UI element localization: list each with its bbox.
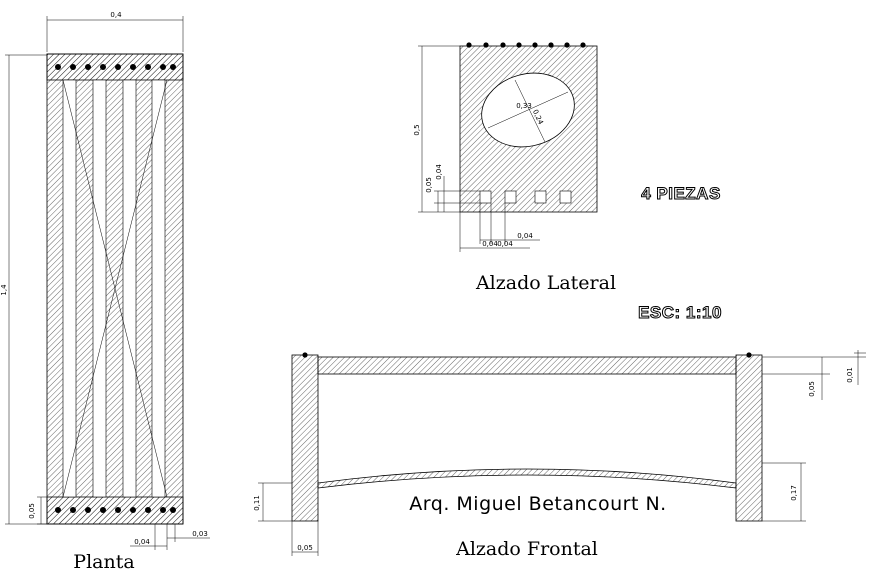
side-hole-height-label: 0,05 — [425, 177, 433, 193]
plan-width-dimension: 0,4 — [46, 11, 184, 52]
scale-label: ESC: 1:10 — [638, 303, 722, 322]
side-oval-label-a: 0,33 — [516, 102, 532, 110]
plan-title: Planta — [73, 551, 134, 573]
front-right-bolt — [746, 352, 752, 358]
front-left-dimensions: 0,11 0,05 — [253, 482, 319, 556]
side-title: Alzado Lateral — [475, 272, 616, 294]
plan-slots — [62, 79, 166, 498]
front-curved-rail — [317, 468, 737, 489]
side-square-holes — [479, 190, 572, 204]
plan-height-dimension: 1,4 — [0, 54, 47, 525]
front-top-offset-label: 0,01 — [846, 367, 854, 383]
front-leg-height-label: 0,11 — [253, 495, 261, 511]
side-height-label: 0,5 — [413, 124, 421, 135]
side-hole-width-label-b: 0,04 — [497, 240, 513, 248]
plan-edge-label: 0,03 — [192, 530, 208, 538]
side-hole-width-label-c: 0,04 — [517, 232, 533, 240]
side-hole-width-label-a: 0,04 — [482, 240, 498, 248]
front-elevation: 0,05 0,01 0,11 0,05 0,17 Arq. Miguel Bet… — [253, 350, 866, 560]
side-top-bolts — [466, 42, 586, 48]
front-right-dimensions: 0,17 — [762, 462, 806, 522]
plan-cross-line-b — [62, 79, 168, 498]
plan-top-bolts — [55, 64, 176, 70]
side-hole-dimensions: 0,05 0,04 0,04 0,04 0,04 — [425, 164, 540, 252]
plan-band-label: 0,05 — [28, 503, 36, 519]
plan-slat-label: 0,04 — [134, 538, 150, 546]
front-right-leg — [735, 354, 763, 522]
plan-slat-dimension: 0,04 0,03 — [130, 524, 210, 550]
pieces-label: 4 PIEZAS — [641, 184, 721, 203]
plan-bottom-bolts — [55, 507, 176, 513]
front-top-thickness-label: 0,05 — [808, 381, 816, 397]
side-hole-gap-label: 0,04 — [435, 164, 443, 180]
plan-bottom-band — [46, 496, 184, 525]
front-left-bolt — [302, 352, 308, 358]
side-oval-axis-b — [514, 79, 546, 143]
side-oval-axis-a — [487, 91, 569, 129]
author-signature: Arq. Miguel Betancourt N. — [409, 493, 666, 515]
front-left-leg — [291, 354, 319, 522]
side-elevation: 0,33 0,24 0,5 0,05 0,04 — [413, 42, 722, 323]
plan-height-label: 1,4 — [0, 284, 8, 296]
front-top-beam — [317, 356, 737, 375]
front-title: Alzado Frontal — [455, 538, 598, 560]
plan-view: 0,4 1,4 — [0, 11, 210, 573]
front-leg-width-label: 0,05 — [297, 544, 313, 552]
side-height-dimension: 0,5 — [413, 45, 460, 213]
front-right-height-label: 0,17 — [790, 485, 798, 501]
plan-band-dimension: 0,05 — [28, 496, 47, 525]
plan-width-label: 0,4 — [110, 11, 122, 19]
front-top-dimensions: 0,05 0,01 — [762, 350, 866, 400]
